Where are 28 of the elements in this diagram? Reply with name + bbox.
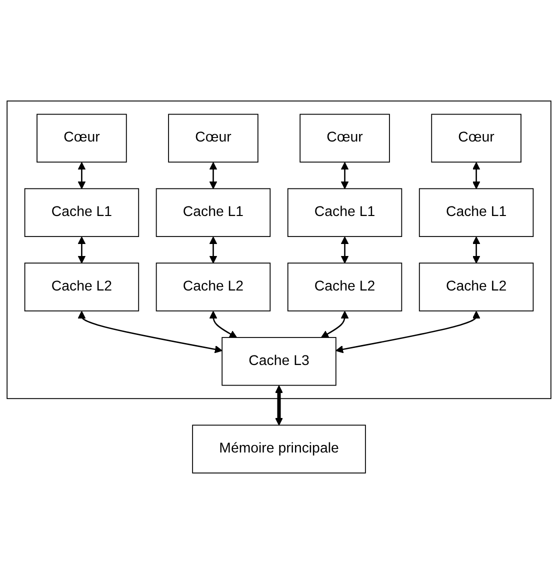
node-box: Cache L1 <box>418 188 534 237</box>
arrow <box>320 310 349 338</box>
arrow <box>209 236 218 264</box>
arrow <box>78 162 86 190</box>
arrow <box>340 162 349 190</box>
node-box: Cache L2 <box>418 262 534 312</box>
arrow <box>78 236 86 264</box>
node-box: Cœur <box>431 114 522 163</box>
arrow <box>275 385 283 426</box>
arrow <box>472 162 480 190</box>
node-box: Cache L3 <box>222 337 336 386</box>
node-box: Cache L2 <box>156 262 271 312</box>
node-box: Cache L2 <box>287 262 402 312</box>
node-box: Cœur <box>300 114 390 163</box>
arrow <box>209 162 218 190</box>
arrow <box>78 310 222 354</box>
arrow <box>472 236 480 264</box>
node-box: Cache L2 <box>24 262 140 312</box>
node-box: Cache L1 <box>287 188 402 237</box>
cluster <box>6 100 552 400</box>
node-box: Mémoire principale <box>192 424 366 474</box>
node-box: Cache L1 <box>156 188 271 237</box>
node-box: Cache L1 <box>24 188 140 237</box>
node-box: Cœur <box>168 114 258 163</box>
node-box: Cœur <box>36 114 127 163</box>
arrow <box>336 310 480 354</box>
arrow <box>209 310 238 338</box>
arrow <box>340 236 349 264</box>
